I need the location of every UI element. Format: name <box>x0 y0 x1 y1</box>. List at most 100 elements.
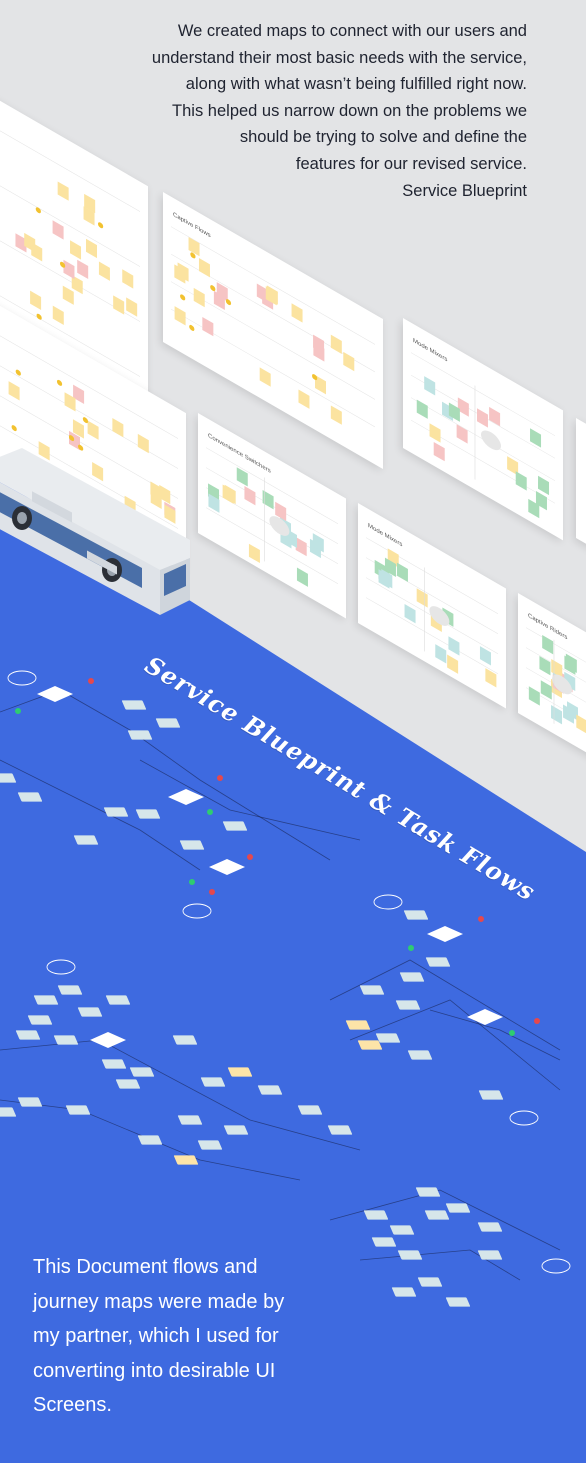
emoji-face <box>312 374 318 381</box>
sheet-gridline <box>366 597 498 675</box>
sticky-note <box>416 588 428 608</box>
sticky-note <box>535 490 547 511</box>
intro-line: should be trying to solve and define the <box>239 128 527 147</box>
sticky-note <box>72 419 84 439</box>
sticky-note <box>62 285 74 305</box>
sticky-note <box>312 533 324 553</box>
sticky-note <box>98 261 110 281</box>
sticky-note <box>216 282 228 302</box>
center-hub <box>481 430 501 451</box>
emoji-face <box>180 294 186 301</box>
emoji-face <box>210 285 216 292</box>
sticky-note <box>291 303 303 323</box>
sticky-note <box>551 704 563 725</box>
sticky-note <box>174 264 186 284</box>
intro-paragraph: We created maps to connect with our user… <box>87 18 527 204</box>
sticky-note <box>188 236 200 257</box>
sticky-note <box>298 389 310 409</box>
outro-line: journey maps were made by <box>33 1290 285 1313</box>
center-hub <box>269 516 290 536</box>
intro-line: features for our revised service. <box>295 154 527 173</box>
sticky-note <box>63 259 75 280</box>
sticky-note <box>448 636 460 656</box>
emoji-face <box>36 313 42 320</box>
bus-illustration <box>0 448 190 615</box>
sheet-gridline <box>0 334 178 439</box>
sticky-note <box>404 604 416 624</box>
sticky-note <box>113 295 125 315</box>
sticky-note <box>71 274 83 295</box>
sheet-notes <box>366 537 498 688</box>
sheet-gridline <box>206 447 338 525</box>
intro-line: This helped us narrow down on the proble… <box>172 101 527 120</box>
sheet-notes <box>411 352 555 519</box>
sticky-note <box>565 653 577 673</box>
sheet-gridline <box>0 294 140 377</box>
emoji-face <box>225 299 232 306</box>
blueprint-sheet-1 <box>0 95 148 447</box>
sticky-note <box>315 374 327 395</box>
center-hub <box>552 674 572 695</box>
sticky-note <box>208 493 220 513</box>
sheet-gridline <box>0 129 140 212</box>
sticky-note <box>507 456 519 476</box>
sticky-note <box>52 220 64 240</box>
sticky-note <box>236 467 248 487</box>
sticky-note <box>224 484 236 505</box>
sticky-note <box>83 206 95 226</box>
sticky-note <box>479 646 491 666</box>
sheet-gridline <box>0 424 178 529</box>
sheet-gridline <box>0 394 178 499</box>
sticky-note <box>563 704 575 724</box>
sheet-gridline <box>171 281 375 400</box>
sticky-note <box>70 240 82 260</box>
sticky-note <box>489 406 501 427</box>
sticky-note <box>248 543 260 564</box>
sticky-note <box>542 634 554 655</box>
sticky-note <box>343 351 355 372</box>
emoji-face <box>78 444 84 451</box>
blueprint-sheet-2: Captive Flows <box>163 192 383 470</box>
sticky-note <box>540 680 552 700</box>
sticky-note <box>15 233 27 253</box>
sticky-note <box>159 484 171 505</box>
sticky-note <box>435 644 447 664</box>
sticky-note <box>244 486 256 506</box>
sticky-note <box>137 433 149 454</box>
emoji-face <box>189 324 195 331</box>
sheet-notes <box>526 627 586 734</box>
sticky-note <box>85 238 97 259</box>
intro-label: Service Blueprint <box>402 181 527 200</box>
center-hub <box>429 606 450 626</box>
emoji-face <box>11 425 17 432</box>
outro-line: This Document flows and <box>33 1256 258 1278</box>
sticky-note <box>259 367 271 387</box>
sticky-note <box>87 420 99 440</box>
outro-line: Screens. <box>33 1394 112 1416</box>
sticky-note <box>384 557 396 577</box>
emoji-face <box>97 222 104 229</box>
sticky-note <box>515 471 527 491</box>
sticky-note <box>429 423 441 443</box>
outro-line: my partner, which I used for <box>33 1325 279 1347</box>
intro-line: We created maps to connect with our user… <box>177 22 527 40</box>
sticky-note <box>193 287 205 308</box>
sheet-gridline <box>411 352 555 437</box>
blueprint-sheet-7: Captive Riders <box>518 593 586 760</box>
sticky-note <box>122 269 134 289</box>
sticky-note <box>57 181 69 201</box>
sticky-note <box>38 441 50 461</box>
sticky-note <box>313 342 325 362</box>
sticky-note <box>396 562 408 582</box>
sticky-note <box>126 297 138 317</box>
blueprint-sheet-4: Mode Mixers <box>403 318 563 541</box>
intro-line: along with what wasn’t being fulfilled r… <box>185 75 527 94</box>
emoji-face <box>35 207 41 214</box>
sticky-note <box>150 489 162 510</box>
sticky-note <box>202 316 214 337</box>
sticky-note <box>265 286 277 306</box>
sticky-note <box>485 668 497 688</box>
sticky-note <box>295 536 307 557</box>
sheet-notes <box>171 226 375 428</box>
